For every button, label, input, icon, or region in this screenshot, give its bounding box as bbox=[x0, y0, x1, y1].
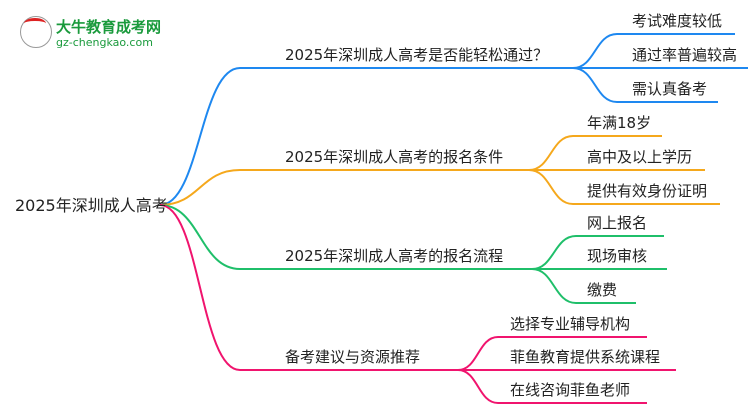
leaf-node: 选择专业辅导机构 bbox=[510, 315, 631, 333]
leaf-node: 提供有效身份证明 bbox=[587, 182, 708, 200]
connector bbox=[528, 169, 720, 205]
connector bbox=[457, 336, 647, 371]
branch-node: 2025年深圳成人高考是否能轻松通过？ bbox=[285, 46, 549, 64]
connector bbox=[159, 67, 573, 206]
logo: 大牛教育成考网 gz-chengkao.com bbox=[20, 14, 180, 54]
logo-url: gz-chengkao.com bbox=[56, 36, 153, 49]
logo-name: 大牛教育成考网 bbox=[56, 18, 162, 36]
leaf-node: 高中及以上学历 bbox=[587, 148, 693, 166]
connector bbox=[457, 369, 647, 404]
logo-mark bbox=[20, 16, 52, 48]
branch-node: 2025年深圳成人高考的报名流程 bbox=[285, 247, 504, 265]
connector bbox=[159, 169, 529, 206]
leaf-node: 通过率普遍较高 bbox=[632, 46, 738, 64]
branch-3-lines bbox=[159, 204, 667, 304]
connector bbox=[159, 204, 458, 371]
branch-4-lines bbox=[159, 204, 676, 404]
connector bbox=[531, 235, 664, 270]
connector bbox=[572, 67, 718, 103]
root-node: 2025年深圳成人高考 bbox=[15, 196, 168, 215]
leaf-node: 年满18岁 bbox=[587, 114, 652, 132]
leaf-node: 现场审核 bbox=[587, 247, 648, 265]
leaf-node: 缴费 bbox=[587, 281, 618, 299]
branch-node: 2025年深圳成人高考的报名条件 bbox=[285, 148, 504, 166]
connector bbox=[159, 204, 532, 270]
leaf-node: 网上报名 bbox=[587, 214, 648, 232]
leaf-node: 需认真备考 bbox=[632, 80, 708, 98]
connector bbox=[572, 33, 735, 69]
connector bbox=[528, 135, 662, 171]
branch-node: 备考建议与资源推荐 bbox=[285, 348, 421, 366]
leaf-node: 在线咨询菲鱼老师 bbox=[510, 381, 631, 399]
branch-1-lines bbox=[159, 33, 748, 206]
connector bbox=[531, 268, 636, 304]
leaf-node: 考试难度较低 bbox=[632, 12, 723, 30]
leaf-node: 菲鱼教育提供系统课程 bbox=[510, 348, 661, 366]
branch-2-lines bbox=[159, 135, 720, 206]
